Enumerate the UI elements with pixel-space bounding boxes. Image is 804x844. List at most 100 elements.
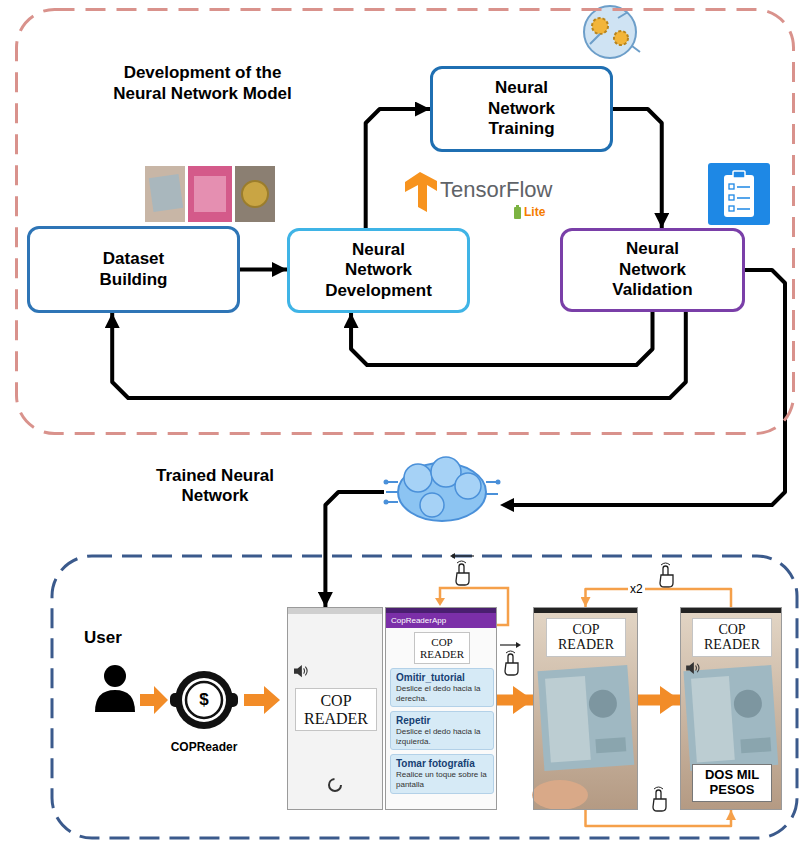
brain-icon — [420, 493, 444, 517]
brain-icon — [386, 482, 498, 502]
result-box: DOS MIL PESOS — [692, 764, 772, 802]
logo-text: COP READER — [414, 632, 470, 664]
swipe-loop — [456, 561, 469, 585]
phone-screen-splash — [287, 607, 383, 614]
edge-label: x2 — [628, 582, 645, 596]
option-title: Tomar fotografía — [396, 758, 488, 770]
headset-icon — [175, 671, 233, 729]
annotation: Trained Neural Network — [145, 466, 285, 507]
brain-icon — [384, 480, 389, 485]
dataset-photos — [235, 166, 275, 222]
flow-arrow — [112, 312, 686, 398]
tensorflow-logo — [516, 205, 519, 207]
phone-screen-photo — [588, 689, 618, 719]
dataset-photos — [194, 176, 226, 212]
panel-title: Development of the Neural Network Model — [95, 62, 310, 105]
clipboard-icon — [737, 187, 750, 209]
phone-screen-result — [680, 607, 782, 810]
logo-text: COP READER — [692, 618, 772, 657]
process-label: Neural Network Training — [463, 78, 581, 139]
clipboard-icon — [729, 206, 734, 211]
gear-brain-icon — [614, 31, 628, 45]
phone-screen-result — [740, 737, 771, 753]
flow-arrow — [613, 109, 662, 228]
phone-screen-result — [683, 665, 778, 771]
tap-hands — [653, 787, 666, 811]
process-box: Neural Network Development — [287, 228, 470, 313]
brain-icon — [384, 457, 515, 521]
phone-screen-result — [691, 676, 735, 762]
phone-screen-photo — [537, 665, 634, 771]
brain-icon — [455, 473, 481, 499]
orange-flow-arrow — [638, 695, 680, 706]
phone-screen: COP READER — [287, 607, 383, 810]
clipboard-icon — [708, 163, 770, 225]
headset-icon — [182, 678, 226, 722]
process-label: Dataset Building — [75, 249, 193, 290]
process-label: Neural Network Validation — [594, 239, 712, 300]
swipe-loop — [505, 651, 518, 675]
clipboard-icon — [729, 195, 734, 200]
phone-screen: COP READER — [533, 607, 638, 810]
option-hint: Deslice el dedo hacia la izquierda. — [396, 727, 488, 746]
phone-screen-splash — [294, 665, 307, 677]
clipboard-icon — [729, 184, 734, 189]
orange-flow-arrow — [244, 686, 280, 714]
result-text: DOS MIL PESOS — [696, 768, 768, 798]
flow-arrow — [240, 268, 287, 272]
region-outline — [17, 10, 794, 434]
dataset-photos — [188, 166, 232, 222]
phone-screen-splash — [329, 779, 341, 791]
brain-icon — [500, 498, 514, 512]
tensorflow-logo — [405, 172, 437, 212]
app-bar-title: CopReaderApp — [391, 616, 446, 626]
swipe-loop — [500, 644, 518, 645]
gear-brain-icon — [584, 6, 640, 58]
gesture-loop-arrow — [586, 589, 732, 607]
orange-flow-arrow — [497, 695, 533, 706]
user-icon — [95, 690, 135, 712]
option-title: Repetir — [396, 715, 488, 727]
gear-brain-icon — [590, 12, 640, 52]
process-box: Dataset Building — [27, 226, 240, 313]
swipe-loop — [435, 598, 445, 606]
app-region-outline — [52, 556, 797, 838]
option-hint: Deslice el dedo hacia la derecha. — [396, 684, 488, 703]
flow-arrow — [325, 270, 785, 607]
flow-arrow — [351, 312, 652, 365]
process-label: Neural Network Development — [320, 240, 438, 301]
phone-screen-menu — [385, 613, 497, 628]
clipboard-icon — [724, 175, 754, 217]
swipe-loop — [452, 555, 474, 556]
phone-screen-splash — [287, 607, 383, 810]
clipboard-icon — [733, 171, 745, 178]
user-icon — [104, 665, 126, 687]
phone-screen-result — [733, 689, 763, 719]
headset-icon — [186, 682, 222, 718]
process-box: Neural Network Validation — [560, 228, 745, 312]
swipe-loop — [450, 553, 455, 559]
phone-screen-result — [683, 665, 778, 771]
tap-hands — [653, 563, 673, 811]
option-title: Omitir_tutorial — [396, 672, 488, 684]
swipe-loop — [516, 642, 521, 648]
option-hint: Realice un toque sobre la pantalla — [396, 770, 488, 789]
menu-option: Tomar fotografíaRealice un toque sobre l… — [390, 754, 494, 793]
dataset-photos — [145, 166, 275, 222]
phone-screen: COP READER DOS MIL PESOS — [680, 607, 782, 810]
gear-brain-icon — [584, 6, 636, 58]
brain-icon — [404, 464, 432, 492]
actor-label: User — [84, 628, 122, 648]
phone-screen-photo — [533, 607, 638, 810]
menu-option: RepetirDeslice el dedo hacia la izquierd… — [390, 711, 494, 750]
phone-screen-photo — [532, 607, 638, 810]
tensorflow-logo — [514, 207, 521, 219]
dataset-photos — [145, 166, 185, 222]
phone-screen-menu — [385, 607, 497, 810]
logo-text: COP READER — [546, 618, 626, 657]
brain-icon — [384, 500, 389, 505]
user-icon — [95, 665, 135, 712]
process-box: Neural Network Training — [430, 66, 613, 152]
currency-symbol: $ — [194, 689, 214, 711]
